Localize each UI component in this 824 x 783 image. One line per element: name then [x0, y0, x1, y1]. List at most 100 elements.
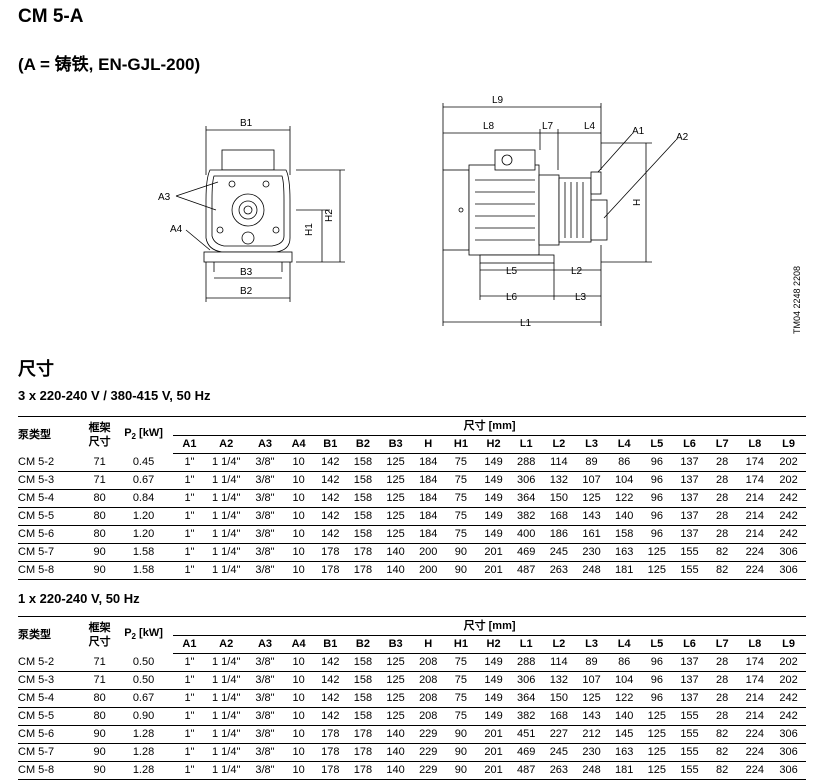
table-cell: 96	[650, 492, 663, 504]
table-cell: 140	[386, 564, 405, 576]
header-col-l4: L4	[607, 435, 641, 454]
table-cell: 306	[779, 546, 798, 558]
table-cell: 158	[353, 510, 373, 522]
table-cell: 125	[386, 674, 405, 686]
table-cell: 168	[549, 710, 569, 722]
table-cell: 212	[582, 728, 601, 740]
table-cell: 224	[745, 728, 764, 740]
table-cell: 149	[484, 656, 503, 668]
svg-text:A1: A1	[632, 126, 645, 137]
table-cell: 3/8"	[255, 746, 275, 758]
table-cell: 10	[292, 710, 305, 722]
table-cell: 158	[353, 528, 373, 540]
table-cell: 229	[419, 728, 438, 740]
svg-text:L3: L3	[575, 292, 587, 303]
table-cell: 1"	[184, 492, 195, 504]
table-cell: 140	[615, 710, 634, 722]
table-cell: 142	[321, 692, 340, 704]
table-cell: CM 5-4	[18, 492, 55, 504]
table-cell: 1.20	[132, 528, 155, 540]
svg-text:L7: L7	[542, 121, 554, 132]
table-cell: 28	[716, 474, 729, 486]
table-cell: 122	[615, 692, 634, 704]
table-cell: CM 5-2	[18, 655, 55, 668]
header-col-h: H	[411, 635, 445, 654]
table-cell: 75	[454, 456, 468, 468]
table-cell: 245	[549, 546, 569, 558]
table-cell: 149	[484, 510, 503, 522]
table-cell: 142	[321, 510, 340, 522]
header-col-a2: A2	[205, 635, 247, 654]
table-cell: 107	[582, 474, 601, 486]
header-col-l6: L6	[673, 635, 706, 654]
header-col-l5: L5	[640, 635, 674, 654]
table-cell: 181	[615, 564, 634, 576]
header-col-a4: A4	[283, 435, 314, 454]
table-cell: 125	[647, 746, 667, 758]
header-col-b1: B1	[313, 435, 347, 454]
table-cell: 86	[618, 456, 631, 468]
table-cell: 137	[680, 656, 699, 668]
table-cell: 288	[517, 656, 536, 668]
table-cell: 201	[484, 728, 503, 740]
header-col-b1: B1	[313, 635, 347, 654]
table-cell: 150	[549, 492, 569, 504]
header-col-l9: L9	[771, 635, 806, 654]
drawing-code-text: TM04 2248 2208	[792, 266, 802, 334]
table-cell: 158	[353, 710, 373, 722]
table-cell: 149	[484, 474, 503, 486]
table-cell: 158	[353, 456, 373, 468]
table-cell: 178	[353, 546, 373, 558]
table-cell: 382	[517, 710, 536, 722]
table-cell: 125	[386, 656, 405, 668]
table-cell: 0.90	[132, 710, 155, 722]
table-cell: 487	[517, 764, 536, 776]
table-cell: 82	[716, 746, 729, 758]
table-cell: 142	[321, 474, 340, 486]
header-frame-size: 框架尺寸	[85, 617, 114, 654]
table-cell: 28	[716, 528, 729, 540]
table-cell: 125	[386, 510, 405, 522]
table-cell: 155	[680, 728, 699, 740]
table-cell: 202	[779, 474, 798, 486]
table-cell: 28	[716, 692, 729, 704]
svg-text:L9: L9	[492, 95, 504, 106]
table-cell: 82	[716, 728, 729, 740]
table-cell: 1 1/4"	[212, 674, 241, 686]
table-cell: 224	[745, 746, 764, 758]
svg-text:L2: L2	[571, 266, 583, 277]
table-cell: 3/8"	[255, 728, 275, 740]
table-cell: 487	[517, 564, 536, 576]
table-cell: 1"	[184, 692, 195, 704]
table-cell: 155	[680, 546, 699, 558]
table-cell: 163	[615, 746, 634, 758]
table-cell: 137	[680, 528, 699, 540]
table-cell: 137	[680, 474, 699, 486]
table-cell: 10	[292, 656, 305, 668]
table-cell: 184	[419, 528, 438, 540]
table-cell: 10	[292, 564, 305, 576]
table-cell: 96	[650, 456, 663, 468]
table-cell: 184	[419, 492, 438, 504]
table-cell: 104	[615, 474, 634, 486]
table-cell: 469	[517, 546, 536, 558]
table-cell: 184	[419, 474, 438, 486]
table-cell: 174	[745, 474, 764, 486]
table-cell: 214	[745, 492, 764, 504]
header-col-l2: L2	[542, 635, 576, 654]
table-cell: 306	[517, 674, 536, 686]
table-cell: 364	[517, 492, 536, 504]
header-col-l2: L2	[542, 435, 576, 454]
table-cell: 1 1/4"	[212, 764, 241, 776]
table-cell: 1"	[184, 564, 195, 576]
table-cell: 1"	[184, 474, 195, 486]
table-cell: 10	[292, 474, 305, 486]
table-cell: 1"	[184, 510, 195, 522]
table-cell: 125	[386, 474, 405, 486]
table-cell: 1"	[184, 710, 195, 722]
svg-text:L6: L6	[506, 292, 518, 303]
table-cell: 10	[292, 510, 305, 522]
svg-text:B2: B2	[240, 286, 253, 297]
